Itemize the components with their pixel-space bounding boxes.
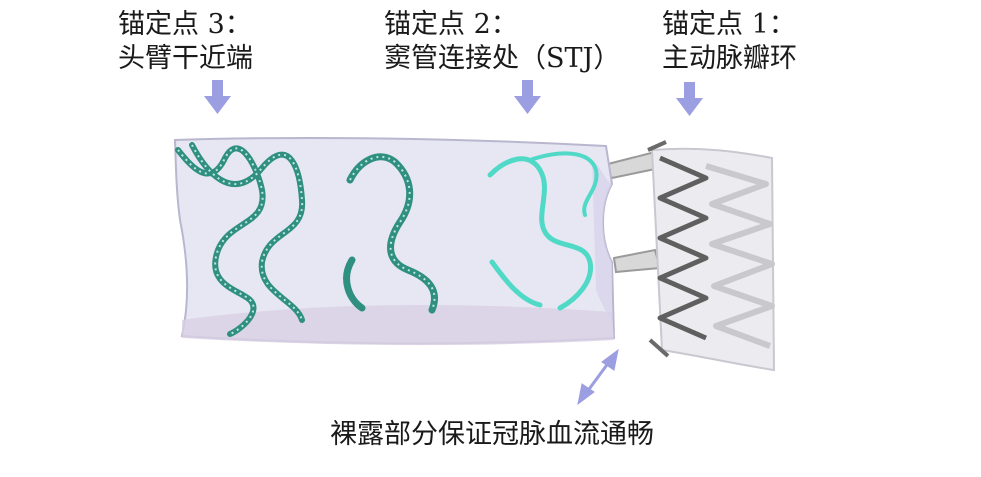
anchor-1-location: 主动脉瓣环 [662,43,797,74]
anchor-2-label: 锚定点 2： 窦管连接处（STJ） [384,8,620,76]
stent-ring-1 [175,145,266,337]
anchor-1-label: 锚定点 1： 主动脉瓣环 [662,8,797,76]
stent-ring-2 [189,142,306,323]
anchor-3-title: 锚定点 3： [118,9,252,40]
anchor-1-title: 锚定点 1： [662,9,796,40]
anchor-3-label: 锚定点 3： 头臂干近端 [118,8,253,76]
anchor-3-arrow [204,80,231,114]
bare-segment-arrow [577,348,619,406]
anchor-2-title: 锚定点 2： [384,9,518,40]
valve-stent [647,140,776,372]
stent-ring-3 [343,153,438,314]
anchor-1-arrow [676,82,703,116]
caption: 裸露部分保证冠脉血流通畅 [330,419,654,450]
stent-ring-4 [487,151,599,311]
anchor-2-location: 窦管连接处（STJ） [384,43,621,74]
anchor-3-location: 头臂干近端 [118,43,253,74]
connector-struts [602,150,662,274]
anchor-2-arrow [514,80,541,114]
